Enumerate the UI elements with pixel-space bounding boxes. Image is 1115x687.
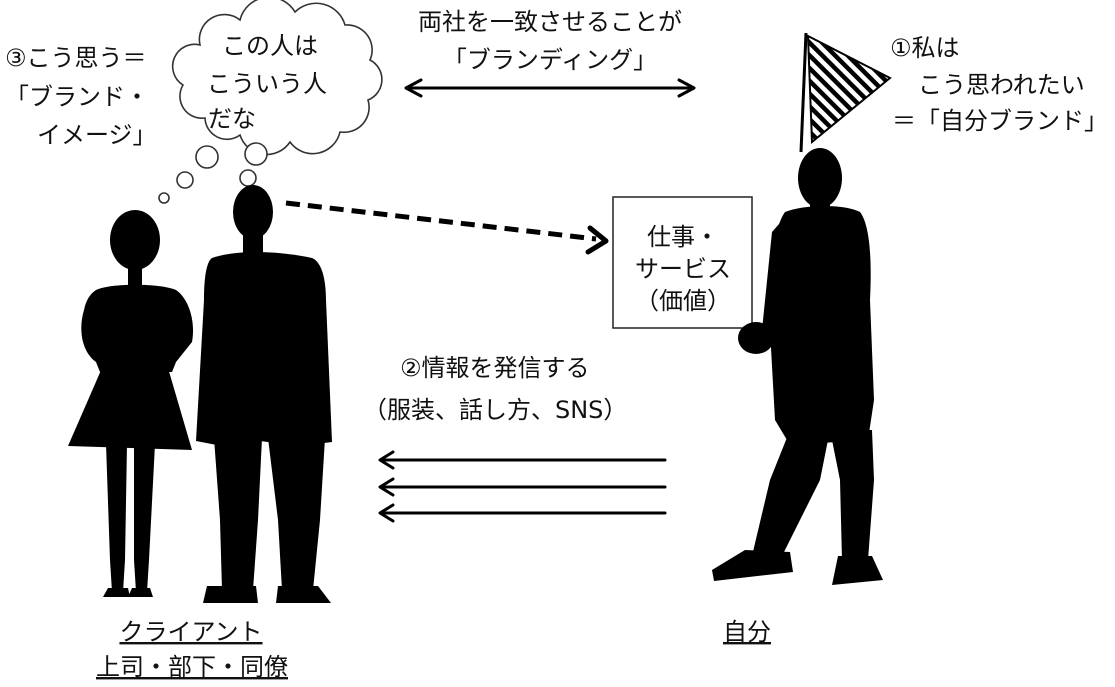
others-label: クライアント 上司・部下・同僚 — [96, 618, 288, 681]
others-label-line1: クライアント — [119, 618, 262, 646]
branding-caption: 両社を一致させることが 「ブランディング」 — [418, 8, 682, 74]
value-box: 仕事・ サービス （価値） — [612, 196, 753, 329]
thought-dot — [158, 192, 170, 204]
branding-double-arrow — [404, 78, 696, 98]
information-arrow — [378, 477, 667, 497]
self-silhouette — [712, 148, 883, 585]
self-brand-line3: ＝「自分ブランド」 — [892, 107, 1108, 135]
branding-caption-line2: 「ブランディング」 — [443, 46, 657, 74]
woman-silhouette — [68, 210, 194, 597]
flag-pole — [799, 32, 808, 153]
value-box-line2: サービス — [635, 255, 731, 283]
dashed-arrow — [285, 200, 609, 255]
others-label-line2: 上司・部下・同僚 — [96, 653, 288, 681]
self-label: 自分 — [723, 618, 771, 646]
cap-in-hand — [738, 322, 774, 354]
information-line1: ②情報を発信する — [400, 354, 590, 382]
value-box-line3: （価値） — [635, 287, 731, 315]
self-brand-line1: ①私は — [890, 34, 960, 62]
flag-icon — [799, 32, 892, 153]
thought-dot — [195, 145, 219, 169]
information-arrow — [378, 450, 667, 470]
branding-caption-line1: 両社を一致させることが — [418, 8, 682, 36]
thought-dot — [239, 169, 257, 187]
thought-dot — [244, 142, 268, 166]
thought-bubble: この人は こういう人 だな — [158, 0, 383, 204]
brand-image-line3: イメージ」 — [37, 121, 157, 149]
thought-bubble-line2: こういう人 — [207, 70, 327, 98]
value-box-line1: 仕事・ — [647, 223, 719, 251]
self-brand-line2: こう思われたい — [918, 71, 1085, 99]
self-brand-caption: ①私は こう思われたい ＝「自分ブランド」 — [890, 34, 1108, 135]
information-line2: （服装、話し方、SNS） — [363, 396, 627, 424]
man-silhouette — [196, 185, 332, 603]
thought-bubble-line1: この人は — [222, 32, 318, 60]
information-caption: ②情報を発信する （服装、話し方、SNS） — [363, 354, 627, 424]
brand-image-line2: 「ブランド・ — [5, 83, 149, 111]
striped-flag — [806, 34, 892, 145]
brand-image-line1: ③こう思う＝ — [5, 44, 147, 72]
thought-cloud — [171, 0, 383, 156]
thought-bubble-line3: だな — [208, 105, 256, 133]
thought-dot — [176, 171, 194, 189]
information-arrows — [378, 450, 667, 523]
information-arrow — [378, 503, 667, 523]
brand-image-caption: ③こう思う＝ 「ブランド・ イメージ」 — [5, 44, 157, 149]
